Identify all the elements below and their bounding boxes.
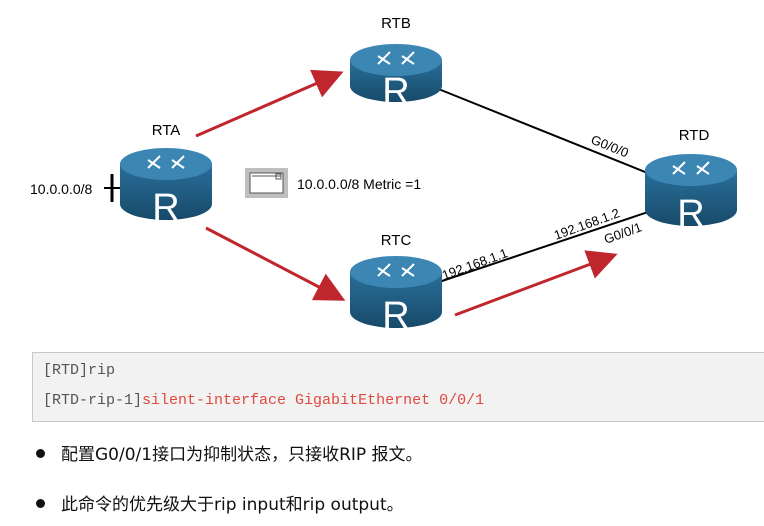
- router-label-rtc: RTC: [381, 232, 412, 249]
- router-rtd: R: [645, 154, 737, 235]
- router-label-rtd: RTD: [679, 127, 710, 144]
- cli-command: silent-interface GigabitEthernet 0/0/1: [142, 392, 485, 409]
- router-glyph: R: [382, 295, 409, 337]
- router-arrows-icon: [377, 263, 415, 277]
- rip-update-packet-icon: [245, 168, 288, 198]
- router-arrows-icon: [147, 155, 185, 169]
- cli-line-1: [RTD]rip: [43, 362, 116, 379]
- update-packet-label: 10.0.0.0/8 Metric =1: [297, 176, 421, 192]
- cli-prompt: [RTD-rip-1]: [43, 392, 143, 409]
- bullet-dot-icon: [36, 498, 45, 508]
- arrow-rtc-to-rtd: [454, 250, 618, 317]
- bullet-item: 此命令的优先级大于rip input和rip output。: [36, 490, 404, 515]
- link-rtb-rtd: [435, 87, 661, 179]
- interface-label-g000: G0/0/0: [589, 132, 631, 161]
- bullet-item: 配置G0/0/1接口为抑制状态，只接收RIP 报文。: [36, 440, 423, 465]
- router-label-rta: RTA: [152, 122, 181, 139]
- router-rtc: R: [350, 256, 442, 337]
- router-glyph: R: [152, 187, 179, 229]
- bullet-text: 此命令的优先级大于rip input和rip output。: [61, 495, 404, 515]
- router-glyph: R: [677, 193, 704, 235]
- cli-config-box: [RTD]rip [RTD-rip-1]silent-interface Gig…: [32, 352, 764, 422]
- rip-silent-interface-diagram: 10.0.0.0/8 10.0.0.0/8 Metric =1 R RTB R …: [30, 15, 737, 337]
- router-label-rtb: RTB: [381, 15, 411, 32]
- bullet-text: 配置G0/0/1接口为抑制状态，只接收RIP 报文。: [61, 445, 423, 465]
- cli-line-2: [RTD-rip-1]silent-interface GigabitEther…: [43, 392, 484, 409]
- link-rtc-rtd: [435, 207, 661, 284]
- router-rtb: R: [350, 44, 442, 113]
- router-rta: R: [120, 148, 212, 229]
- arrow-rta-to-rtc: [205, 226, 346, 301]
- router-arrows-icon: [377, 51, 415, 65]
- bullet-dot-icon: [36, 448, 45, 458]
- ip-label-rtc: 192.168.1.1: [440, 245, 510, 283]
- router-glyph: R: [382, 71, 409, 113]
- router-arrows-icon: [672, 161, 710, 175]
- arrow-rta-to-rtb: [195, 69, 344, 138]
- network-label: 10.0.0.0/8: [30, 181, 92, 197]
